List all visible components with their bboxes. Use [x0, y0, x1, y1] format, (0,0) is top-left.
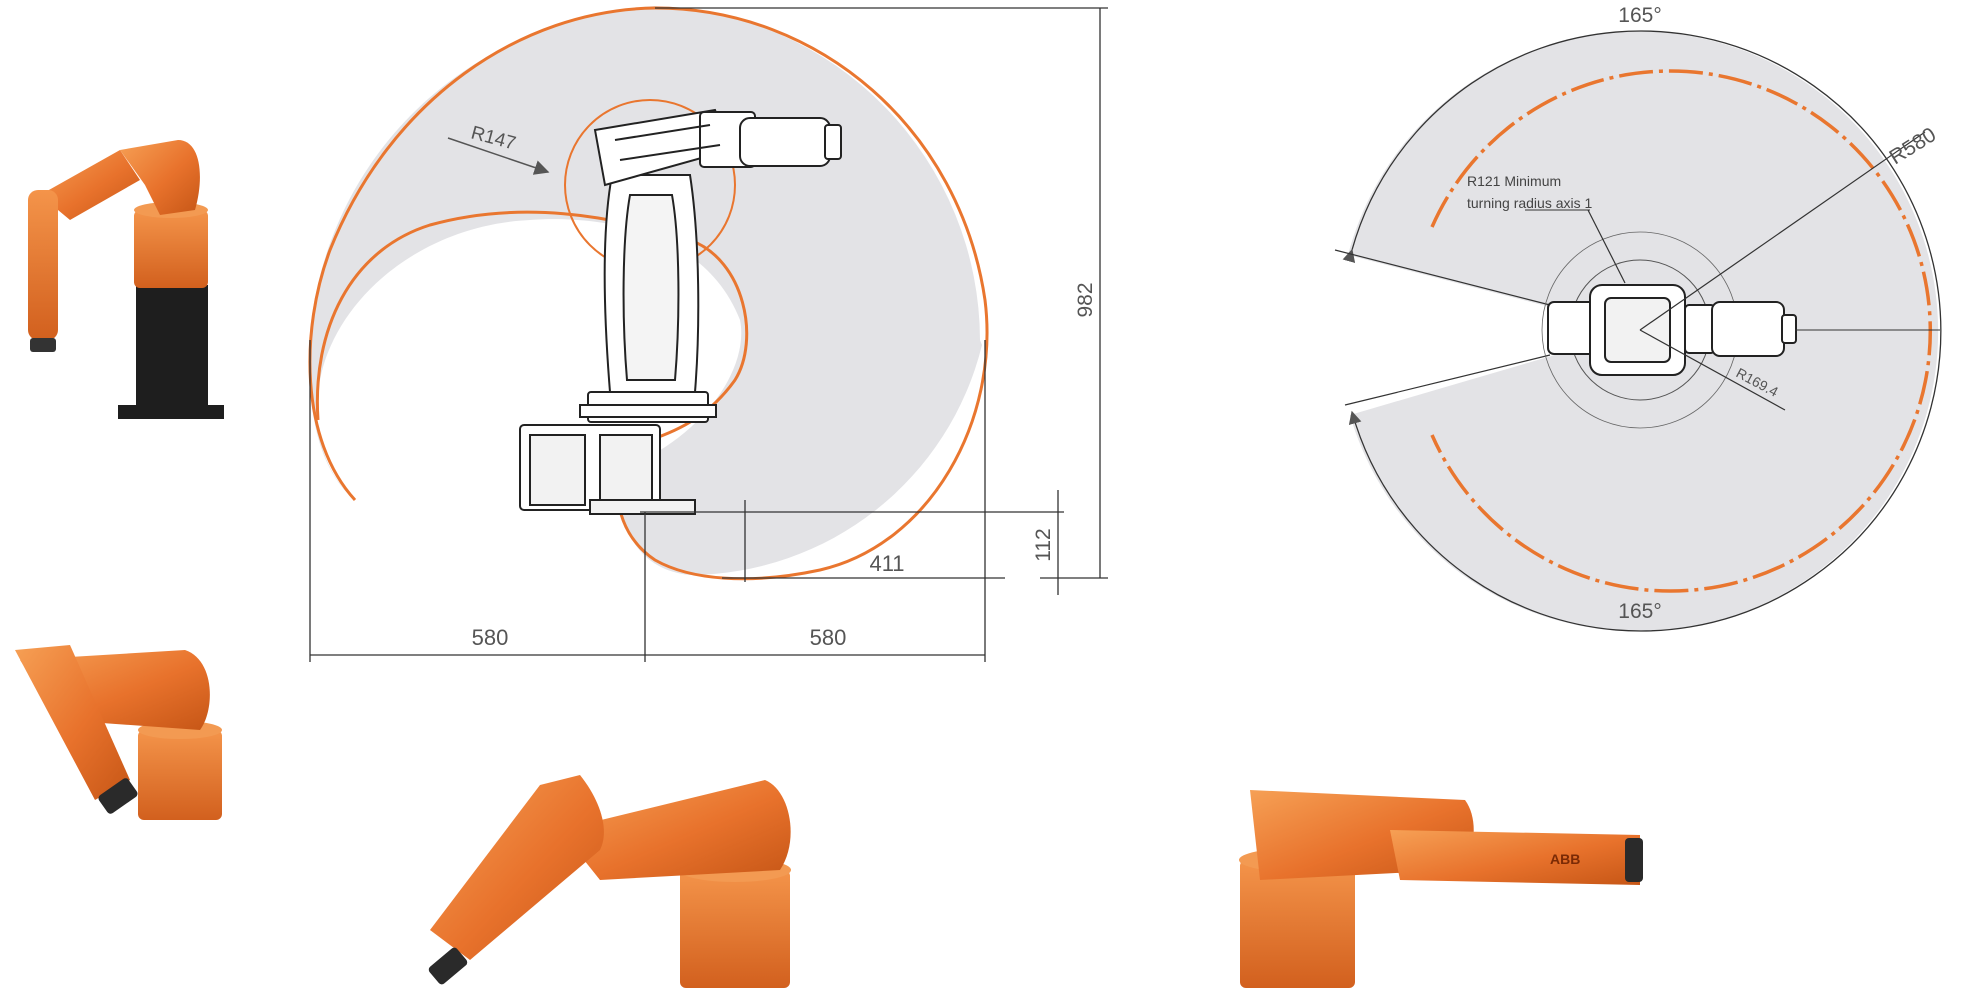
radius-r580-leader: [1639, 131, 1926, 331]
wedge-upper-line: [1334, 249, 1551, 306]
dim-base-height-112: 112: [1032, 528, 1055, 561]
side-view-diagram: R147 982 112 411 580 580: [308, 6, 1108, 662]
wedge-lower-line: [1344, 354, 1551, 406]
side-outer-reach-arc: [308, 6, 989, 581]
top-robot-outline: [1547, 284, 1797, 376]
robot-badge: ABB: [1550, 851, 1580, 867]
radius-label-arrow: [447, 137, 550, 175]
dim-right-reach-580: 580: [810, 625, 847, 650]
top-view-diagram: 165° 165° R580 R169.4 R121 Minimum turni…: [1334, 4, 1942, 632]
side-robot-outline: [519, 108, 842, 515]
robot-arm-extended-horizontal-icon: ABB: [1239, 790, 1643, 988]
side-dimension-lines: [309, 7, 1108, 662]
robot-arm-reaching-down-icon: [428, 775, 791, 988]
top-reach-dashed-arc: [1430, 69, 1933, 593]
robot-arm-bent-down-icon: [15, 645, 222, 820]
note-line-1: R121 Minimum: [1467, 173, 1561, 189]
radius-r169-leader: [1639, 329, 1786, 411]
robot-arm-on-pedestal-icon: [28, 140, 224, 419]
angle-label-bottom: 165°: [1618, 600, 1661, 623]
top-outer-angle-arc: [1342, 30, 1942, 632]
angle-label-top: 165°: [1618, 4, 1661, 27]
dim-left-reach-580: 580: [472, 625, 509, 650]
note-line-2: turning radius axis 1: [1467, 195, 1593, 211]
r121-note-leader: [1587, 209, 1626, 284]
radius-label-r580: R580: [1885, 123, 1940, 169]
dim-height-982: 982: [1074, 282, 1097, 317]
dim-base-offset-411: 411: [869, 551, 904, 576]
